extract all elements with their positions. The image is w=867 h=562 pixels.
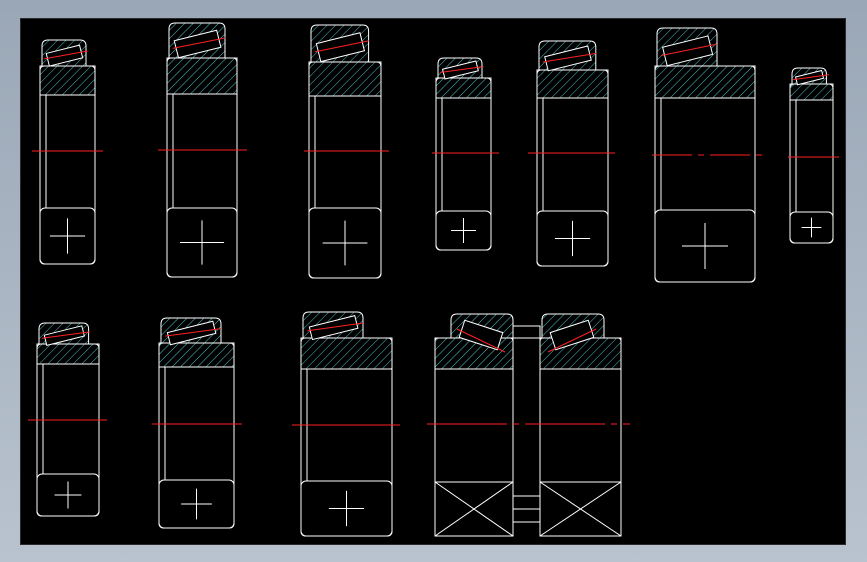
view-1-5: [528, 40, 615, 267]
view-1-4: [432, 57, 499, 251]
roller-axis: [44, 50, 88, 60]
cad-drawing-viewport[interactable]: [20, 18, 846, 545]
box-diagonal: [434, 481, 514, 537]
outer-ring-section: [300, 337, 393, 370]
view-2-1: [28, 322, 107, 517]
outer-ring-section: [654, 65, 756, 99]
roller-axis: [440, 66, 484, 73]
view-1-6: [652, 27, 765, 283]
view-2-3: [292, 311, 400, 537]
roller-axis: [41, 331, 90, 339]
box-diagonal: [539, 481, 622, 537]
outer-ring-section: [158, 342, 235, 368]
roller-axis: [456, 328, 506, 353]
roller-axis: [314, 40, 369, 53]
outer-ring-section: [39, 65, 96, 96]
outer-ring-section: [539, 337, 622, 370]
roller-axis: [165, 328, 222, 337]
outer-ring-section: [308, 61, 382, 97]
roller-axis: [547, 328, 597, 353]
roller-axis: [793, 74, 830, 81]
outer-ring-section: [435, 77, 492, 99]
outer-ring-section: [536, 69, 609, 99]
bearing-drawing-canvas: [28, 22, 839, 537]
view-2-2: [152, 317, 242, 529]
view-1-3: [304, 24, 389, 279]
view-1-2: [158, 22, 247, 278]
roller-axis: [661, 43, 718, 57]
roller-axis: [542, 52, 597, 63]
outer-ring-section: [789, 83, 834, 101]
view-2-4-double-row: [427, 313, 630, 537]
outer-ring-section: [434, 337, 514, 370]
view-1-1: [32, 39, 103, 265]
roller: [458, 319, 504, 351]
outer-ring-section: [36, 343, 100, 365]
view-1-7: [788, 67, 839, 244]
roller: [549, 319, 595, 351]
roller-axis: [172, 37, 226, 49]
roller-axis: [307, 322, 364, 332]
spacer: [512, 325, 541, 339]
outer-ring-section: [166, 57, 238, 95]
